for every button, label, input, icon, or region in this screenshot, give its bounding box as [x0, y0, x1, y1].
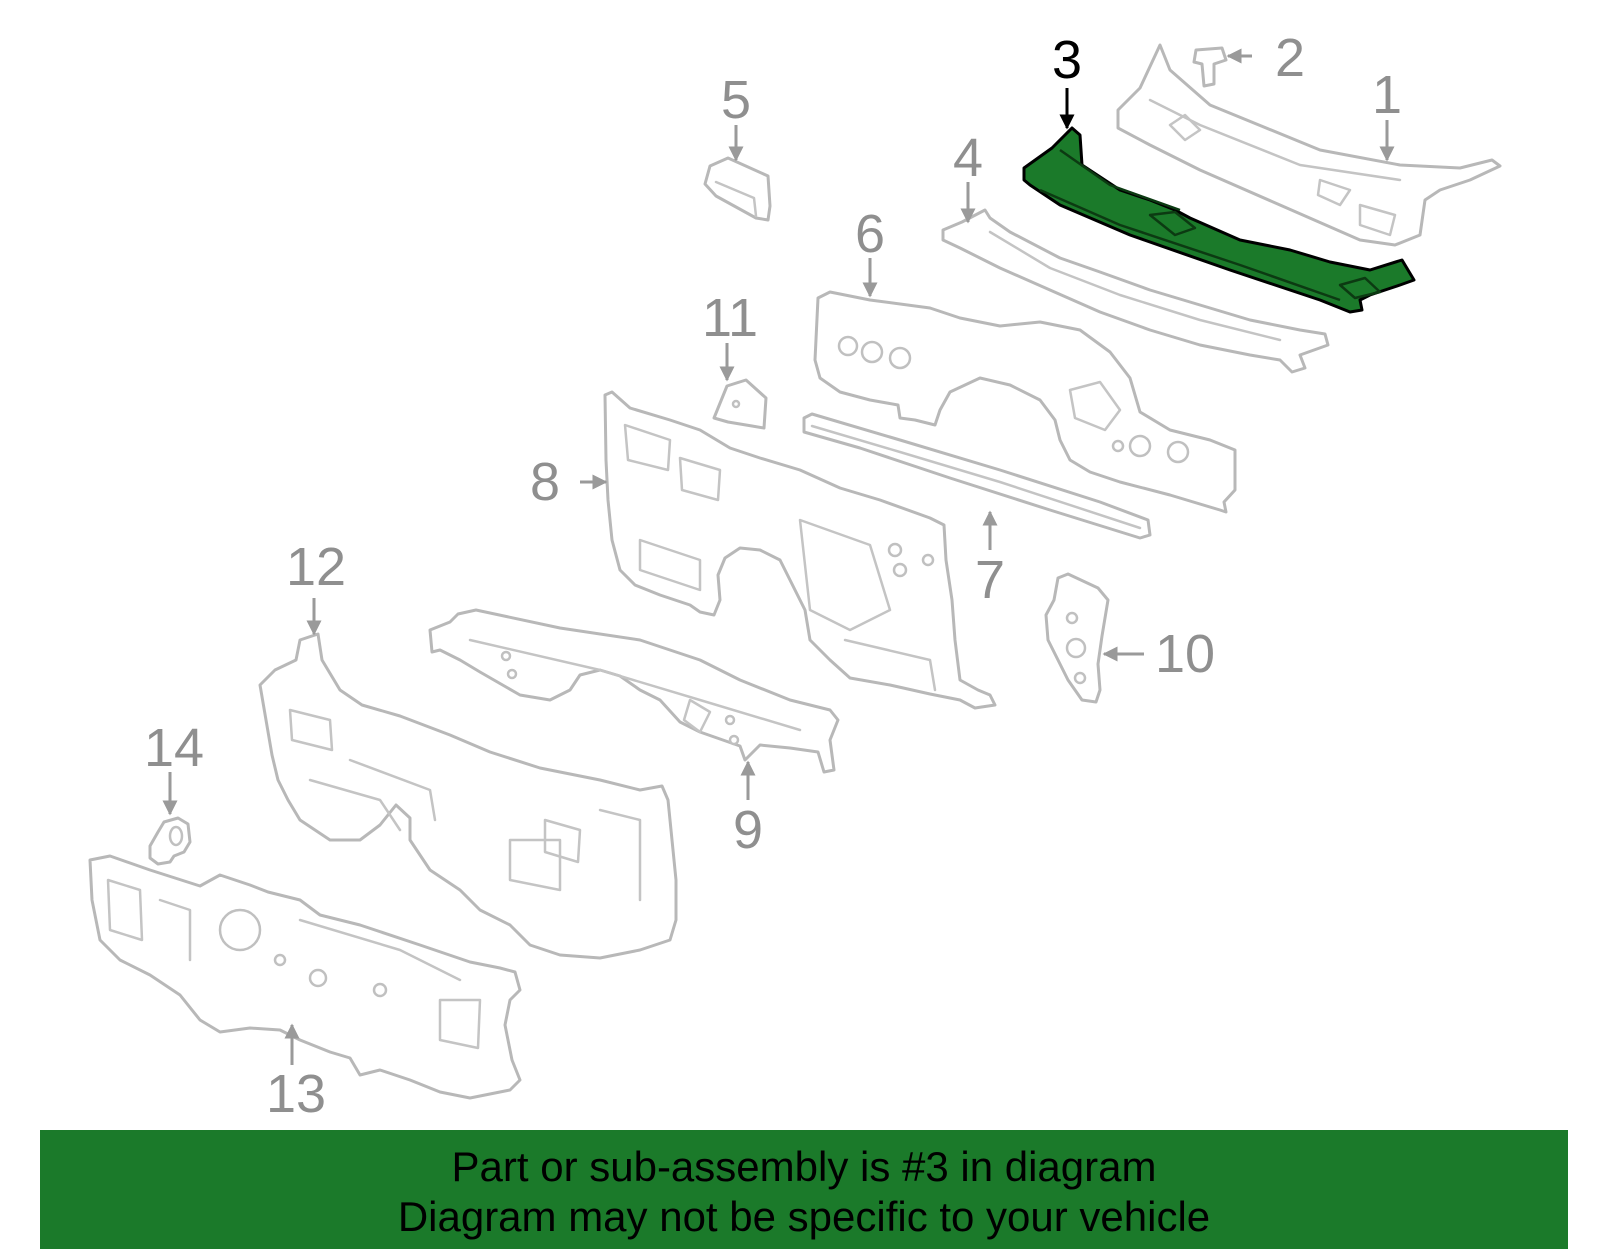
parts-diagram: 1 2 3 4 5 6 7 8 9 10 11 12 13 14 — [88, 28, 1502, 1124]
banner-line-1: Part or sub-assembly is #3 in diagram — [451, 1143, 1157, 1190]
part-7-reinforcement[interactable] — [802, 412, 1152, 540]
callout-numbers: 1 2 3 4 5 6 7 8 9 10 11 12 13 14 — [144, 28, 1402, 1124]
callout-11: 11 — [702, 288, 758, 348]
callout-3: 3 — [1052, 30, 1082, 90]
callout-14: 14 — [144, 718, 204, 778]
callout-10: 10 — [1155, 624, 1215, 684]
callout-12: 12 — [286, 537, 346, 597]
part-14-push-clip[interactable] — [148, 816, 192, 866]
callout-9: 9 — [733, 800, 763, 860]
part-9-cross-member[interactable] — [428, 608, 840, 774]
callout-6: 6 — [855, 204, 885, 264]
banner-line-2: Diagram may not be specific to your vehi… — [397, 1193, 1211, 1240]
part-2-clip[interactable] — [1192, 46, 1228, 88]
callout-4: 4 — [953, 128, 983, 188]
part-8-dash-panel[interactable] — [603, 390, 997, 710]
part-10-bracket[interactable] — [1044, 572, 1110, 704]
callout-5: 5 — [721, 70, 751, 130]
part-11-small-bracket[interactable] — [712, 378, 768, 430]
part-12-dash-insulator[interactable] — [258, 632, 678, 960]
callout-7: 7 — [975, 550, 1005, 610]
part-3-cowl-support-highlighted[interactable] — [1022, 126, 1416, 314]
part-4-cowl-member[interactable] — [941, 208, 1330, 374]
callout-13: 13 — [266, 1064, 326, 1124]
info-banner: Part or sub-assembly is #3 in diagram Di… — [40, 1130, 1568, 1249]
part-6-dash-panel-upper[interactable] — [813, 290, 1237, 514]
leader-lines — [162, 48, 1395, 1065]
callout-1: 1 — [1372, 65, 1402, 125]
callout-2: 2 — [1275, 28, 1305, 88]
callout-8: 8 — [530, 452, 560, 512]
part-1-cowl-panel[interactable] — [1116, 43, 1502, 247]
part-13-dash-silencer[interactable] — [88, 854, 522, 1100]
part-5-bracket[interactable] — [703, 156, 772, 222]
